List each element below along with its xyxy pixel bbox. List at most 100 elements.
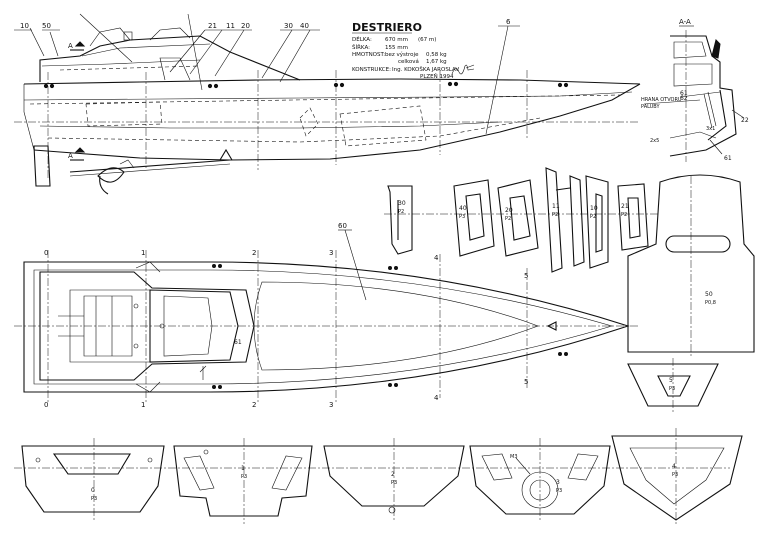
section-mark-61b: 61 (724, 155, 732, 162)
frame-1-mat: P3 (241, 474, 247, 480)
callout-10: 10 (20, 22, 29, 30)
station-4-top: 4 (434, 254, 439, 262)
plan-outline (23, 261, 630, 393)
section-mark-3x1: 3x1 (706, 126, 715, 132)
deck-part-50-mat: P0,8 (705, 300, 716, 306)
title-block: DESTRIERO DÉLKA: 670 mm (67 m) ŠÍŘKA: 15… (352, 21, 475, 80)
frame-4-num: 4 (672, 463, 676, 470)
station-5-bottom: 5 (524, 378, 528, 386)
frame-20-mat: P2 (505, 216, 511, 222)
frame-40-mat: P3 (459, 214, 465, 220)
section-note-2: PALUBY (641, 104, 660, 110)
side-profile: 10 50 21 11 20 30 40 6 A A (14, 13, 641, 195)
frame-4-mat: P3 (672, 472, 678, 478)
spec-mass-value: bez výstroje (385, 51, 419, 58)
frame-11-num: 11 (552, 203, 560, 210)
plan-callout-61: 61 (234, 339, 242, 346)
spec-length-label: DÉLKA: (352, 35, 372, 43)
transom-part-5: 5 P3 (627, 358, 719, 412)
callout-11: 11 (226, 22, 235, 30)
hull-bottom-line (33, 83, 641, 161)
frame-30 (387, 185, 413, 255)
callout-50: 50 (42, 22, 51, 30)
section-outline (669, 35, 737, 157)
spec-mass-extra: 0,58 kg (426, 52, 447, 58)
spec-length-value: 670 mm (385, 37, 408, 43)
plan-view: 60 61 0 1 2 3 4 5 0 1 2 3 4 5 (14, 222, 640, 409)
section-a-a: A-A HRANA OTVORU PALUBY 61 62 22 3x1 2x5… (641, 18, 749, 162)
propeller (97, 167, 125, 195)
section-mark-62: 62 (680, 95, 688, 102)
frame-0 (21, 445, 165, 513)
frame-2-mat: P3 (391, 480, 397, 486)
frame-10-mat: P2 (590, 214, 596, 220)
transom-outline (627, 363, 719, 407)
hull-sheer-line (23, 78, 641, 85)
section-mark-2x5: 2x5 (650, 138, 659, 144)
frame-1-num: 1 (241, 465, 245, 472)
constructor-place: PLZEŇ 1994 (420, 73, 454, 80)
transom-mat: P3 (669, 386, 675, 392)
station-3-top: 3 (329, 249, 333, 257)
constructor-name: Ing. KOKOŠKA JAROSLAV (392, 66, 459, 73)
station-2-bottom: 2 (252, 401, 256, 409)
section-marker-bottom: A (68, 152, 73, 160)
section-mark-61: 61 (680, 90, 688, 97)
frame-21 (617, 183, 649, 251)
frame-3 (469, 445, 611, 515)
spec-total-value: celková (398, 58, 419, 65)
plan-deck-opening (253, 281, 539, 371)
deck-part-50-num: 50 (705, 291, 713, 298)
section-mark-22: 22 (741, 117, 749, 124)
deck-part-50-outline (627, 174, 755, 353)
callout-6: 6 (506, 18, 511, 26)
frame-30-num: 30 (398, 200, 406, 207)
frame-1 (173, 445, 313, 517)
callout-40: 40 (300, 22, 309, 30)
plan-callout-60: 60 (338, 222, 347, 230)
frames-bottom-row: 0 P3 1 P3 2 P3 M3 3 P3 4 P3 (14, 428, 743, 526)
section-note-1: HRANA OTVORU (641, 97, 682, 103)
spec-mass-label: HMOTNOST: (352, 52, 385, 58)
station-1-top: 1 (141, 249, 145, 257)
frame-11 (545, 167, 585, 273)
callout-30: 30 (284, 22, 293, 30)
section-title: A-A (679, 18, 691, 26)
station-4-bottom: 4 (434, 394, 439, 402)
constructor-label: KONSTRUKCE: (352, 67, 391, 73)
frame-40 (453, 179, 495, 257)
spec-total-extra: 1,67 kg (426, 59, 447, 65)
frame-21-num: 21 (621, 203, 629, 210)
section-marker-top: A (68, 42, 73, 50)
frame-0-num: 0 (91, 487, 95, 494)
station-2-top: 2 (252, 249, 256, 257)
frame-4 (611, 435, 743, 521)
frame-10 (585, 175, 609, 269)
frame-2-num: 2 (391, 471, 395, 478)
station-0-bottom: 0 (44, 401, 48, 409)
frame-21-mat: P2 (621, 212, 627, 218)
deck-part-50: 50 P0,8 (627, 174, 755, 358)
plan-title: DESTRIERO (352, 21, 422, 34)
frame-20-num: 20 (505, 207, 513, 214)
superstructure (39, 35, 301, 82)
signature (451, 64, 475, 75)
plan-cockpit (39, 271, 255, 381)
frame-0-mat: P3 (91, 496, 97, 502)
frame-30-mat: P2 (398, 209, 404, 215)
spec-width-label: ŠÍŘKA: (352, 43, 370, 51)
frame-10-num: 10 (590, 205, 598, 212)
callout-21: 21 (208, 22, 217, 30)
frame-40-num: 40 (459, 205, 467, 212)
propeller-shaft (69, 159, 231, 173)
station-5-top: 5 (524, 272, 528, 280)
frame-20 (497, 179, 539, 257)
frame-11-mat: P2 (552, 212, 558, 218)
frame-3-num: 3 (556, 479, 560, 486)
frame-3-mat: P3 (556, 488, 562, 494)
transom-num: 5 (669, 377, 673, 384)
spec-length-extra: (67 m) (418, 37, 436, 43)
spec-width-value: 155 mm (385, 45, 408, 51)
station-0-top: 0 (44, 249, 48, 257)
